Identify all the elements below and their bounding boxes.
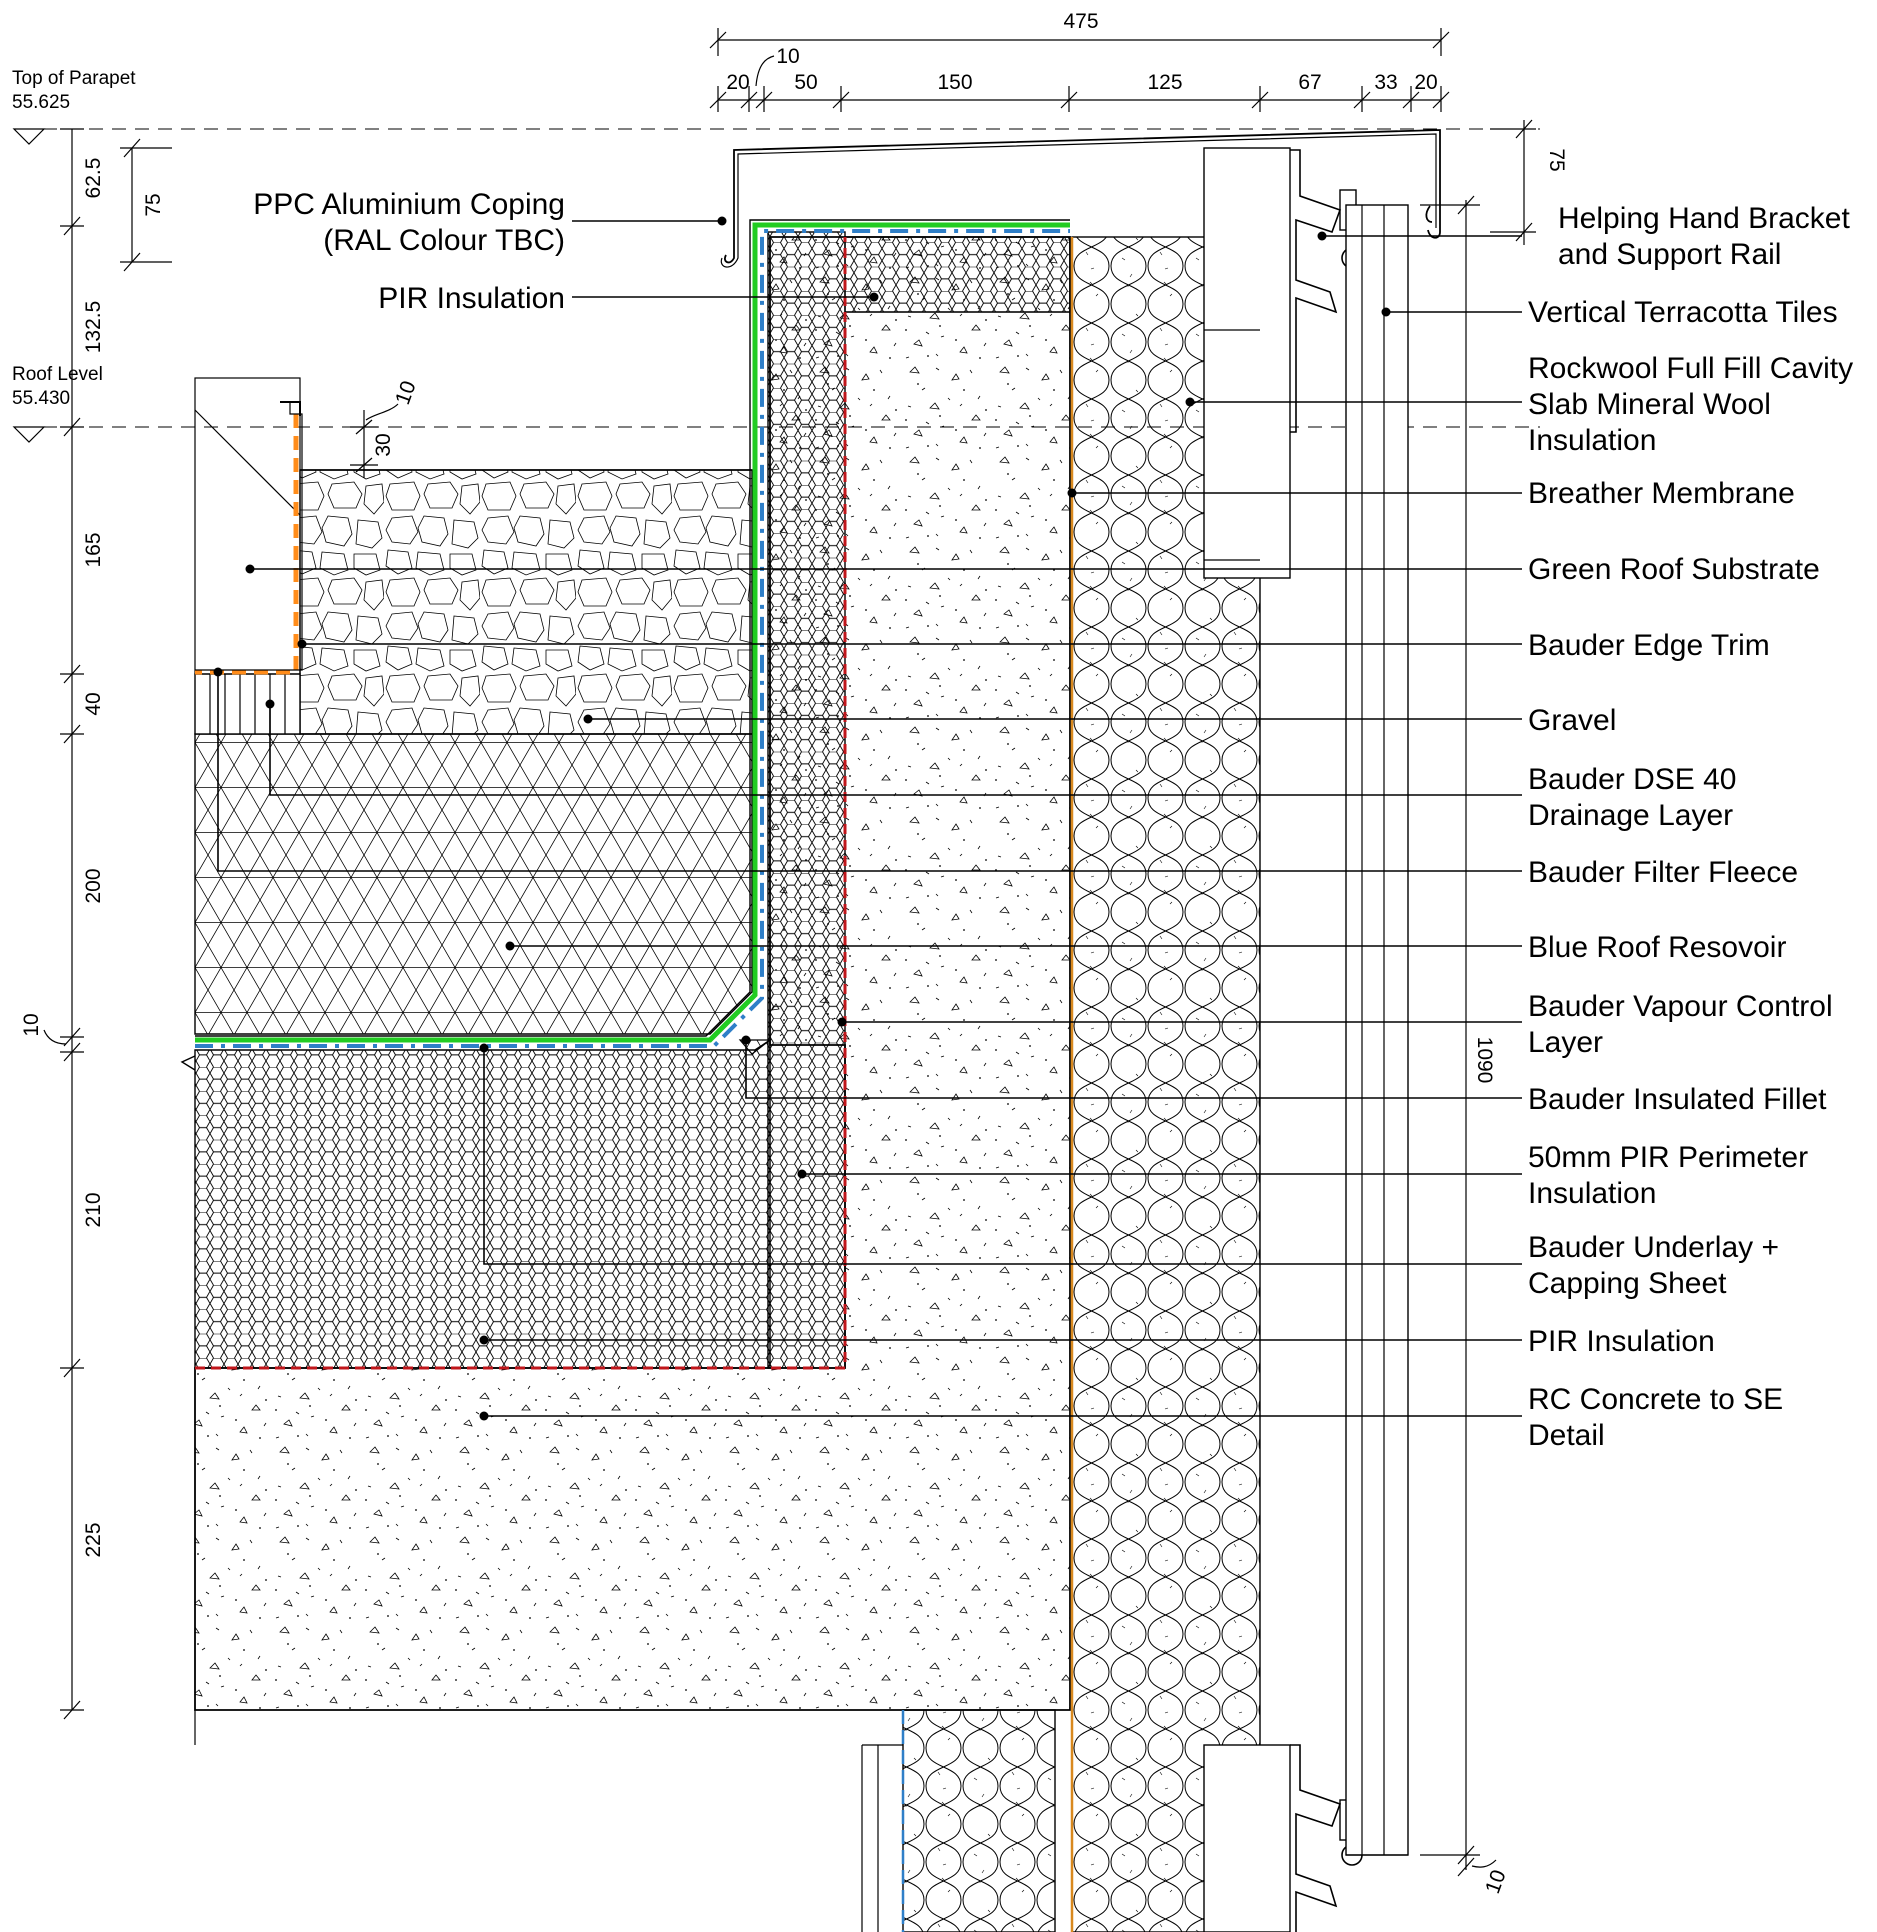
- leader-lines: [213, 216, 1522, 1421]
- pir-insulation-top: [844, 236, 1071, 313]
- label-pir-insulation-top: PIR Insulation: [378, 282, 565, 315]
- top-dimension-chain: 475 20 10 50 150 125 67 33 20: [709, 10, 1450, 112]
- parapet-level-marker: Top of Parapet 55.625: [12, 68, 136, 145]
- label-insulated-fillet: Bauder Insulated Fillet: [1528, 1083, 1827, 1116]
- dim-upstand-gap-10: 10: [391, 378, 421, 408]
- dim-left-210: 210: [82, 1192, 105, 1227]
- label-bauder-edge-trim: Bauder Edge Trim: [1528, 629, 1770, 662]
- label-gravel: Gravel: [1528, 704, 1616, 737]
- dim-left-62-5: 62.5: [82, 158, 105, 199]
- dim-top-50: 50: [794, 71, 817, 94]
- pir-perimeter-insulation: [767, 231, 846, 1369]
- parapet-level-label: Top of Parapet: [12, 68, 136, 89]
- vapour-control-layer: [195, 229, 1070, 1048]
- dim-left-225: 225: [82, 1522, 105, 1557]
- dim-left-200: 200: [82, 868, 105, 903]
- parapet-level-value: 55.625: [12, 92, 70, 113]
- left-dimension-chain: 62.5 132.5 165 40 200 10 210 225 75: [20, 128, 172, 1720]
- label-dse-line1: Bauder DSE 40: [1528, 763, 1736, 796]
- label-bracket-line2: and Support Rail: [1558, 238, 1781, 271]
- misc-dimensions: 30 10 75 1090 10: [350, 119, 1568, 1897]
- label-rockwool-line3: Insulation: [1528, 424, 1656, 457]
- dim-top-67: 67: [1298, 71, 1321, 94]
- label-concrete-line2: Detail: [1528, 1419, 1605, 1452]
- dim-top-33: 33: [1374, 71, 1397, 94]
- vertical-terracotta-tiles: [1345, 204, 1409, 1856]
- roof-level-label: Roof Level: [12, 364, 103, 385]
- blue-roof-reservoir: [194, 733, 753, 1035]
- red-membrane: [195, 237, 847, 1370]
- dim-rail-gap-10: 10: [1481, 1867, 1511, 1897]
- label-green-roof-substrate: Green Roof Substrate: [1528, 553, 1820, 586]
- bauder-edge-trim: [194, 377, 303, 675]
- label-underlay-line1: Bauder Underlay +: [1528, 1231, 1779, 1264]
- helping-hand-bracket: [1203, 147, 1363, 579]
- label-perimeter-line2: Insulation: [1528, 1177, 1656, 1210]
- helping-hand-bracket-lower: [1203, 1744, 1363, 1932]
- roof-level-value: 55.430: [12, 388, 70, 409]
- dim-rail-1090: 1090: [1473, 1037, 1496, 1084]
- label-vcl-line1: Bauder Vapour Control: [1528, 990, 1833, 1023]
- label-pir-insulation-bottom: PIR Insulation: [1528, 1325, 1715, 1358]
- label-bracket-line1: Helping Hand Bracket: [1558, 202, 1850, 235]
- dim-left-165: 165: [82, 532, 105, 567]
- dim-left-132-5: 132.5: [82, 301, 105, 354]
- label-breather-membrane: Breather Membrane: [1528, 477, 1795, 510]
- waterproofing-membrane: [195, 222, 1070, 1043]
- dim-left-10: 10: [20, 1013, 43, 1036]
- lower-wall-insulation: [902, 1709, 1056, 1932]
- label-dse-line2: Drainage Layer: [1528, 799, 1733, 832]
- label-coping-line1: PPC Aluminium Coping: [253, 188, 565, 221]
- label-vcl-line2: Layer: [1528, 1026, 1603, 1059]
- dim-top-125: 125: [1147, 71, 1182, 94]
- label-concrete-line1: RC Concrete to SE: [1528, 1383, 1783, 1416]
- roof-level-marker: Roof Level 55.430: [12, 364, 103, 443]
- gravel-layer: [299, 469, 753, 735]
- dim-upstand-30: 30: [372, 433, 395, 456]
- dim-overall-475: 475: [1063, 10, 1098, 33]
- dim-left-40: 40: [82, 692, 105, 715]
- label-rockwool-line2: Slab Mineral Wool: [1528, 388, 1771, 421]
- label-perimeter-line1: 50mm PIR Perimeter: [1528, 1141, 1808, 1174]
- ppc-aluminium-coping: [724, 129, 1441, 264]
- dim-coping-drop-75: 75: [1545, 148, 1568, 171]
- label-terracotta-tiles: Vertical Terracotta Tiles: [1528, 296, 1838, 329]
- right-annotation-labels: Helping Hand Bracket and Support Rail Ve…: [1528, 202, 1853, 1452]
- label-blue-roof-reservoir: Blue Roof Resovoir: [1528, 931, 1786, 964]
- drainage-layer: [194, 673, 301, 735]
- label-rockwool-line1: Rockwool Full Fill Cavity: [1528, 352, 1853, 385]
- dim-top-20a: 20: [726, 71, 749, 94]
- dim-top-20b: 20: [1414, 71, 1437, 94]
- label-coping-line2: (RAL Colour TBC): [323, 224, 565, 257]
- pir-roof-insulation: [194, 1038, 771, 1369]
- label-underlay-line2: Capping Sheet: [1528, 1267, 1727, 1300]
- dim-top-150: 150: [937, 71, 972, 94]
- dim-coping-75: 75: [142, 193, 165, 216]
- dim-top-10: 10: [776, 45, 799, 68]
- label-filter-fleece: Bauder Filter Fleece: [1528, 856, 1798, 889]
